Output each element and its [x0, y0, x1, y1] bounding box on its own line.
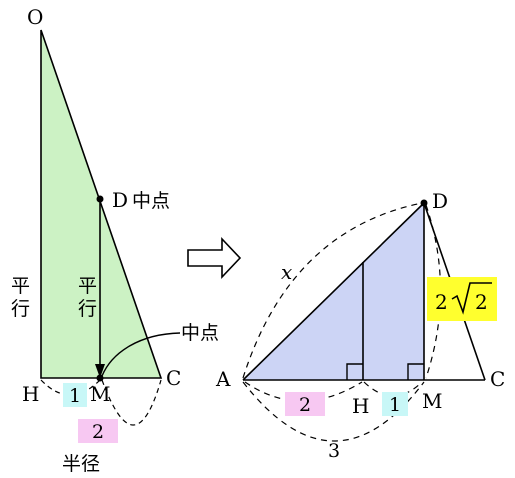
point-m-dot [96, 374, 104, 382]
sqrt-sign [451, 282, 492, 315]
segment-ad [242, 202, 425, 381]
label-m-right: M [422, 389, 442, 413]
hm-length-badge [63, 383, 87, 407]
arrow-head-dm [95, 364, 105, 378]
right-angle-mark-h [346, 363, 363, 380]
point-d-dot [96, 195, 104, 203]
am-length: 3 [328, 440, 340, 462]
right-angle-mark-m [407, 363, 424, 380]
parallel-inner-2: 行 [78, 298, 97, 320]
dm-length: 2 2 [435, 282, 492, 315]
right-arrow-icon [187, 236, 242, 280]
label-d-right: D [432, 189, 448, 213]
radius-label: 半径 [62, 453, 100, 475]
parallel-left-2: 行 [11, 298, 30, 320]
dm-length-badge [427, 277, 497, 321]
label-c-right: C [490, 367, 505, 391]
hm-dashed-arc-right [363, 381, 423, 397]
midpoint-tag: 中点 [132, 190, 170, 212]
hm-length: 1 [69, 385, 81, 407]
label-x: x [281, 260, 292, 284]
dm-coefficient: 2 [435, 290, 448, 314]
midpoint-callout: 中点 [181, 322, 219, 344]
ad-dashed-arc [242, 202, 423, 379]
left-figure: O D 中点 H M C 平 行 平 行 中点 1 2 半径 [11, 5, 219, 475]
label-m-left: M [90, 382, 110, 406]
dm-radicand: 2 [475, 290, 488, 314]
midpoint-callout-curve [101, 332, 181, 377]
ah-length-badge [285, 392, 325, 416]
parallel-inner-1: 平 [78, 275, 97, 297]
label-a: A [215, 367, 231, 391]
ah-length: 2 [299, 394, 311, 416]
right-figure: D A H M C x 2 1 3 2 2 [215, 189, 505, 462]
point-d-right-dot [420, 199, 428, 207]
label-h-right: H [352, 394, 369, 418]
dm-dashed-arc [425, 204, 442, 379]
hm-length-right: 1 [389, 394, 401, 416]
label-c-left: C [166, 366, 181, 390]
label-h-left: H [22, 382, 39, 406]
hm-length-badge-right [382, 392, 408, 416]
parallel-left-1: 平 [11, 275, 30, 297]
label-o: O [27, 5, 43, 29]
radius-length: 2 [92, 421, 104, 443]
radius-length-badge [78, 419, 118, 443]
label-d-left: D [112, 188, 128, 212]
mc-dashed-arc [101, 379, 162, 426]
